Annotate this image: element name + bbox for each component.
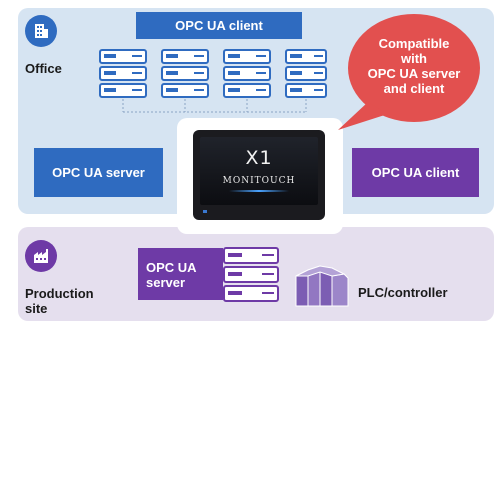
server-rack-group xyxy=(98,48,328,120)
device-model: X1 xyxy=(245,147,273,169)
bubble-line-4: and client xyxy=(383,81,445,96)
bubble-text: Compatible with OPC UA server and client xyxy=(350,36,478,96)
production-label-line-1: Production xyxy=(25,286,94,301)
server-rack-icon xyxy=(99,49,327,113)
opc-ua-client-box: OPC UA client xyxy=(136,12,302,39)
production-opc-ua-server-box: OPC UA server xyxy=(138,248,223,300)
device-indicator xyxy=(203,210,207,213)
office-label: Office xyxy=(25,61,62,76)
production-server-text: OPC UA server xyxy=(146,260,197,290)
plc-controller-label: PLC/controller xyxy=(358,285,448,300)
production-label: Production site xyxy=(25,286,94,316)
opc-ua-server-box: OPC UA server xyxy=(34,148,163,197)
device-brand: MONITOUCH xyxy=(222,176,296,186)
bubble-line-3: OPC UA server xyxy=(367,66,461,81)
compatibility-bubble xyxy=(332,10,482,132)
building-icon xyxy=(25,15,57,47)
production-server-line-1: OPC UA xyxy=(146,260,197,275)
device-screen xyxy=(200,137,318,205)
opc-ua-client-right-box: OPC UA client xyxy=(352,148,479,197)
production-server-rack-icon xyxy=(222,246,282,304)
bubble-line-2: with xyxy=(401,51,427,66)
plc-box-icon xyxy=(292,262,352,310)
production-label-line-2: site xyxy=(25,301,48,316)
factory-icon xyxy=(25,240,57,272)
device-glow xyxy=(229,190,289,192)
monitouch-device: X1 MONITOUCH xyxy=(193,130,325,220)
bubble-line-1: Compatible xyxy=(378,36,450,51)
production-server-line-2: server xyxy=(146,275,186,290)
